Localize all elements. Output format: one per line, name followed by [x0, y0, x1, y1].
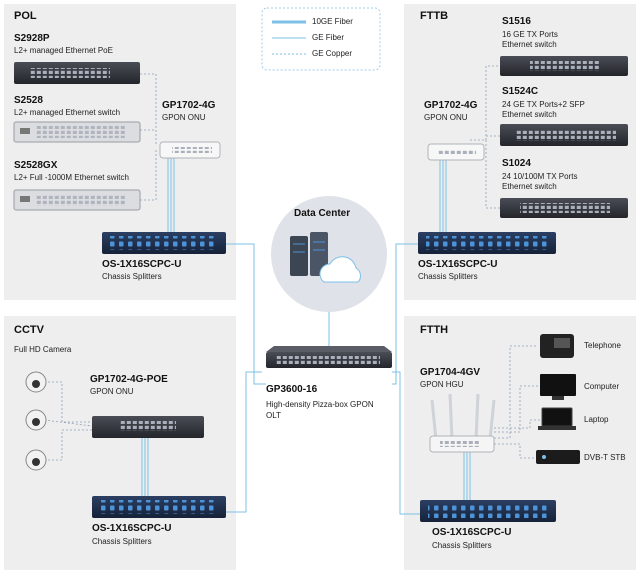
s1024-model: S1024	[502, 158, 531, 169]
legend-10ge-label: 10GE Fiber	[312, 17, 353, 26]
cctv-splitter-model: OS-1X16SCPC-U	[92, 523, 172, 534]
computer-icon	[540, 374, 576, 400]
ftth-hgu-desc: GPON HGU	[420, 380, 464, 389]
switch-s1524c[interactable]	[500, 124, 628, 146]
fttb-splitter-model: OS-1X16SCPC-U	[418, 259, 498, 270]
hgu-router[interactable]	[429, 393, 496, 453]
cctv-onu-model: GP1702-4G-POE	[90, 374, 168, 385]
legend	[261, 7, 381, 71]
s1024-desc1: 24 10/100M TX Ports	[502, 172, 578, 181]
ftth-hgu-model: GP1704-4GV	[420, 367, 481, 378]
pol-title: POL	[14, 10, 37, 22]
ftth-splitter-model: OS-1X16SCPC-U	[432, 527, 512, 538]
pol-onu-model: GP1702-4G	[162, 100, 216, 111]
olt-model: GP3600-16	[266, 384, 318, 395]
onu-poe-cctv[interactable]	[92, 416, 204, 438]
pol-splitter-desc: Chassis Splitters	[102, 272, 162, 281]
fttb-title: FTTB	[420, 10, 449, 22]
onu-pol[interactable]	[159, 141, 221, 159]
onu-fttb[interactable]	[427, 143, 485, 161]
s1516-desc2: Ethernet switch	[502, 40, 557, 49]
s1524c-desc1: 24 GE TX Ports+2 SFP	[502, 100, 585, 109]
switch-s1516[interactable]	[500, 56, 628, 76]
s2528-model: S2528	[14, 95, 43, 106]
camera-1-icon	[25, 371, 47, 393]
cctv-splitter-desc: Chassis Splitters	[92, 537, 152, 546]
stb-icon	[536, 450, 580, 464]
s2528gx-model: S2528GX	[14, 160, 58, 171]
s1524c-model: S1524C	[502, 86, 539, 97]
pol-onu-desc: GPON ONU	[162, 113, 206, 122]
copper-links	[43, 65, 540, 461]
datacenter-icon	[271, 196, 387, 312]
fttb-onu-desc: GPON ONU	[424, 113, 468, 122]
switch-s1024[interactable]	[500, 198, 628, 218]
laptop-icon	[538, 407, 576, 430]
olt-gp3600-16[interactable]	[266, 346, 392, 368]
olt-desc1: High-density Pizza-box GPON	[266, 400, 374, 409]
s1524c-desc2: Ethernet switch	[502, 110, 557, 119]
laptop-label: Laptop	[584, 415, 609, 424]
ftth-title: FTTH	[420, 324, 449, 336]
camera-3-icon	[25, 449, 47, 471]
fiber-links	[141, 156, 471, 515]
ftth-splitter-desc: Chassis Splitters	[432, 541, 492, 550]
s1516-model: S1516	[502, 16, 531, 27]
switch-s2528[interactable]	[13, 121, 141, 143]
s2928p-model: S2928P	[14, 33, 50, 44]
s1024-desc2: Ethernet switch	[502, 182, 557, 191]
switch-s2528gx[interactable]	[13, 189, 141, 211]
s2528-desc: L2+ managed Ethernet switch	[14, 108, 121, 117]
switch-s2928p[interactable]	[14, 62, 140, 84]
splitter-fttb[interactable]	[418, 232, 556, 254]
splitter-ftth[interactable]	[420, 500, 556, 522]
cctv-title: CCTV	[14, 324, 44, 336]
olt-desc2: OLT	[266, 411, 281, 420]
fttb-splitter-desc: Chassis Splitters	[418, 272, 478, 281]
splitter-cctv[interactable]	[92, 496, 226, 518]
camera-2-icon	[25, 409, 47, 431]
telephone-label: Telephone	[584, 341, 621, 350]
stb-label: DVB-T STB	[584, 453, 626, 462]
telephone-icon	[540, 334, 574, 358]
s1516-desc1: 16 GE TX Ports	[502, 30, 558, 39]
fttb-onu-model: GP1702-4G	[424, 100, 478, 111]
cctv-panel	[4, 316, 236, 570]
datacenter-label: Data Center	[294, 208, 351, 219]
splitter-pol[interactable]	[102, 232, 226, 254]
cctv-onu-desc: GPON ONU	[90, 387, 134, 396]
s2528gx-desc: L2+ Full -1000M Ethernet switch	[14, 173, 129, 182]
computer-label: Computer	[584, 382, 620, 391]
legend-ge-fiber-label: GE Fiber	[312, 33, 345, 42]
s2928p-desc: L2+ managed Ethernet PoE	[14, 46, 113, 55]
cctv-camera-label: Full HD Camera	[14, 345, 72, 354]
legend-ge-copper-label: GE Copper	[312, 49, 353, 58]
pol-splitter-model: OS-1X16SCPC-U	[102, 259, 182, 270]
